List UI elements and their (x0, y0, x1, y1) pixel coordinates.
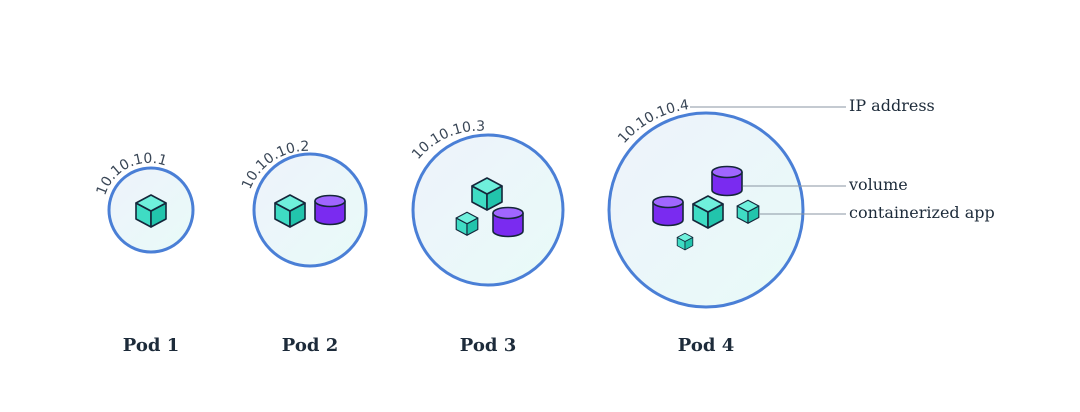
legend-volume-label: volume (848, 175, 908, 194)
pod-label-1: Pod 1 (123, 335, 179, 356)
cube-top-face (692, 195, 724, 213)
cube-top-face (676, 232, 694, 242)
cylinder-body (314, 200, 346, 226)
cylinder-icon (492, 206, 524, 238)
legend-ip-label: IP address (849, 96, 935, 115)
pod-label-4: Pod 4 (678, 335, 734, 356)
cube-top-face (471, 177, 503, 195)
cube-top-face (135, 194, 167, 212)
cylinder-body (652, 201, 684, 227)
cylinder-top (314, 194, 346, 208)
cylinder-icon (711, 165, 743, 197)
legend-app-label: containerized app (849, 203, 995, 222)
pod-circle-2 (252, 152, 368, 268)
cube-top-face (736, 199, 760, 213)
cylinder-icon (314, 194, 346, 226)
cylinder-top (652, 195, 684, 209)
cube-icon (135, 194, 167, 228)
cylinder-body (492, 212, 524, 238)
cylinder-top (711, 165, 743, 179)
cube-icon (736, 199, 760, 224)
cube-icon (692, 195, 724, 229)
pod-label-2: Pod 2 (282, 335, 338, 356)
cube-top-face (274, 194, 306, 212)
cube-icon (676, 232, 694, 251)
cylinder-body (711, 171, 743, 197)
cube-icon (471, 177, 503, 211)
cube-icon (455, 211, 479, 236)
cylinder-top (492, 206, 524, 220)
cube-top-face (455, 211, 479, 225)
pod-label-3: Pod 3 (460, 335, 516, 356)
cube-icon (274, 194, 306, 228)
cylinder-icon (652, 195, 684, 227)
